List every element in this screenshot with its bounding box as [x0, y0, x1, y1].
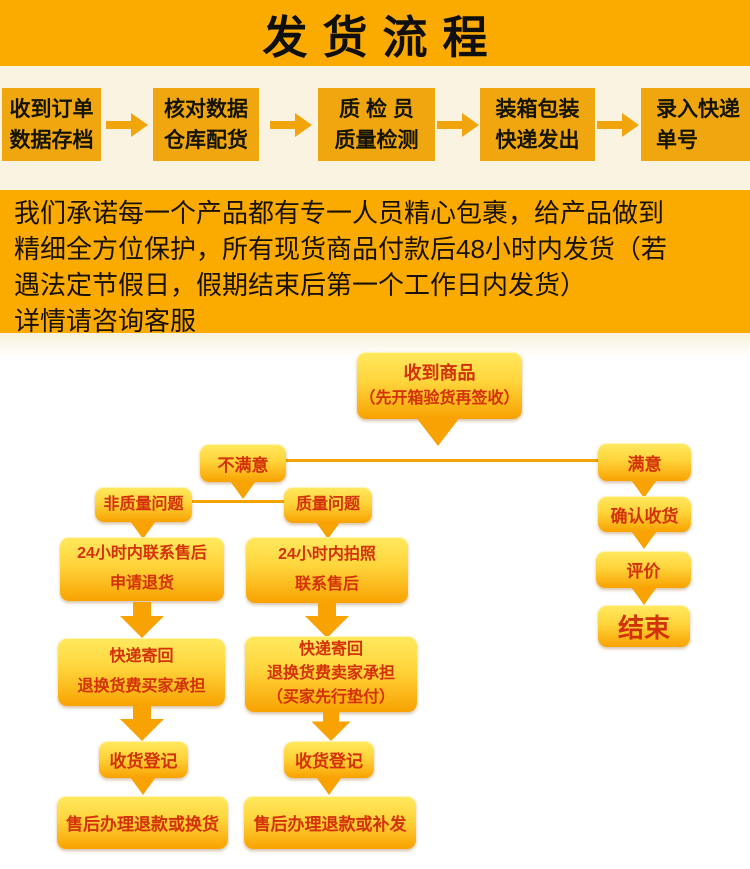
node-label: 收到商品 [403, 363, 476, 383]
promise-line: 我们承诺每一个产品都有专一人员精心包裹，给产品做到 [14, 198, 665, 228]
header-banner: 发货流程 [0, 0, 750, 66]
promise-line: 遇法定节假日，假期结束后第一个工作日内发货） [14, 270, 587, 300]
arrow-down-icon [130, 777, 156, 795]
flow-node-receive-goods: 收到商品 （先开箱验货再签收） [357, 352, 522, 419]
node-label: 售后办理退款或换货 [66, 815, 219, 834]
node-label: （先开箱验货再签收） [359, 390, 520, 407]
arrow-down-icon [315, 521, 341, 539]
step-line: 快递发出 [495, 128, 580, 152]
arrow-down-icon [631, 531, 657, 549]
node-label: 非质量问题 [103, 495, 184, 513]
step-line: 核对数据 [164, 97, 248, 121]
flow-node-end: 结束 [598, 605, 690, 647]
page-title: 发货流程 [262, 11, 503, 63]
node-label: 确认收货 [610, 506, 679, 526]
node-label: 售后办理退款或补发 [253, 815, 407, 834]
flow-node-confirm-receipt: 确认收货 [598, 496, 691, 532]
arrow-down-icon [120, 705, 164, 741]
step-line: 装箱包装 [495, 97, 580, 121]
flow-node-non-quality-issue: 非质量问题 [95, 487, 192, 522]
node-label: 评价 [626, 562, 661, 581]
node-label: 24小时内拍照 [278, 546, 376, 563]
promise-line: 精细全方位保护，所有现货商品付款后48小时内发货（若 [14, 234, 667, 264]
node-label: 收货登记 [295, 752, 363, 771]
step-line: 录入快递 [656, 97, 740, 121]
flow-node-register-receipt-left: 收货登记 [99, 741, 188, 778]
flow-node-unsatisfied: 不满意 [200, 444, 286, 482]
flow-node-quality-issue: 质量问题 [284, 487, 372, 523]
step-line: 收到订单 [9, 97, 94, 121]
arrow-right-icon [270, 113, 312, 137]
promise-line: 详情请咨询客服 [14, 306, 197, 336]
node-label: 满意 [627, 454, 662, 474]
arrow-down-icon [631, 480, 657, 498]
arrow-down-icon [130, 521, 156, 539]
arrow-down-icon [415, 416, 461, 446]
node-label: 不满意 [217, 455, 269, 475]
arrow-right-icon [597, 113, 639, 137]
arrow-down-icon [305, 602, 349, 638]
step-box-check-data: 核对数据 仓库配货 [153, 88, 259, 161]
step-line: 质 检 员 [339, 97, 414, 121]
node-label: 退换货费买家承担 [77, 678, 206, 695]
node-label: （买家先行垫付） [266, 689, 395, 706]
arrow-right-icon [106, 113, 148, 137]
node-label: 结束 [617, 612, 670, 643]
connector-line [191, 500, 285, 503]
flow-node-review: 评价 [596, 551, 691, 588]
step-line: 单号 [656, 128, 698, 152]
arrow-down-icon [311, 709, 351, 741]
step-line: 仓库配货 [164, 128, 248, 152]
step-line: 数据存档 [9, 128, 94, 152]
node-label: 收货登记 [109, 752, 178, 771]
flow-node-ship-back-seller-pays: 快递寄回 退换货费卖家承担 （买家先行垫付） [245, 636, 417, 712]
promise-block: 我们承诺每一个产品都有专一人员精心包裹，给产品做到 精细全方位保护，所有现货商品… [0, 190, 750, 336]
arrow-down-icon [316, 777, 342, 795]
arrow-down-icon [631, 587, 657, 605]
step-box-pack-ship: 装箱包装 快递发出 [480, 88, 595, 161]
arrow-down-icon [120, 602, 164, 638]
node-label: 退换货费卖家承担 [266, 665, 395, 682]
flow-node-ship-back-buyer-pays: 快递寄回 退换货费买家承担 [58, 638, 225, 706]
flow-node-refund-or-exchange: 售后办理退款或换货 [57, 796, 228, 849]
flow-node-contact-aftersales-return: 24小时内联系售后 申请退货 [60, 537, 224, 601]
step-line: 质量检测 [334, 128, 419, 152]
step-box-quality-inspect: 质 检 员 质量检测 [318, 88, 435, 161]
arrow-down-icon [230, 481, 256, 499]
node-label: 快递寄回 [109, 648, 174, 665]
node-label: 质量问题 [295, 496, 360, 513]
flow-node-satisfied: 满意 [598, 443, 691, 481]
step-box-receive-order: 收到订单 数据存档 [2, 88, 101, 161]
connector-line [284, 459, 600, 462]
arrow-right-icon [437, 113, 479, 137]
node-label: 申请退货 [109, 575, 174, 592]
flow-node-register-receipt-right: 收货登记 [284, 741, 374, 778]
node-label: 24小时内联系售后 [77, 545, 207, 562]
flow-node-photo-contact-aftersales: 24小时内拍照 联系售后 [246, 537, 408, 603]
flow-node-refund-or-reship: 售后办理退款或补发 [244, 796, 416, 849]
node-label: 联系售后 [294, 576, 359, 593]
step-box-tracking-number: 录入快递 单号 [641, 88, 750, 161]
node-label: 快递寄回 [298, 641, 363, 658]
